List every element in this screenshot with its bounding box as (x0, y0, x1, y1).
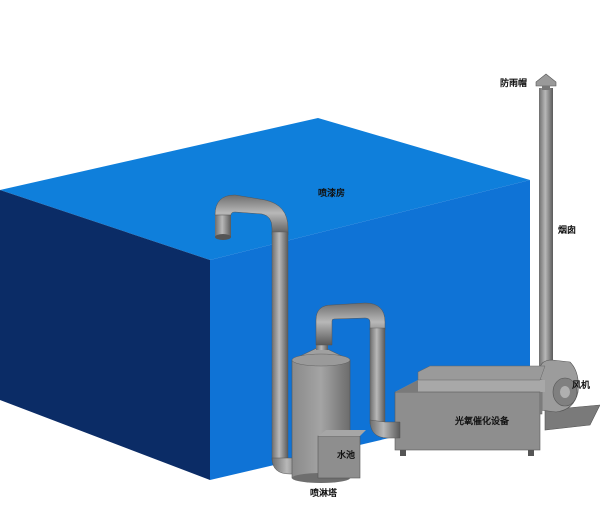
rain-cap-icon (535, 73, 557, 87)
chimney-pipe (539, 88, 553, 378)
photo-oxygen-device (394, 365, 546, 456)
rain-cap-label: 防雨帽 (500, 77, 527, 89)
fan-label: 风机 (572, 379, 590, 391)
room-left-face (0, 190, 210, 480)
room-top-face (0, 118, 530, 260)
spray-tower-label: 喷淋塔 (310, 487, 338, 499)
chimney-assembly (535, 73, 557, 378)
device-body (394, 391, 541, 451)
spray-booth-label: 喷漆房 (318, 187, 345, 199)
water-tank (317, 435, 361, 479)
chimney-label: 烟囱 (558, 224, 576, 236)
photo-oxygen-device-label: 光氧催化设备 (454, 415, 510, 427)
fan-unit (527, 359, 600, 431)
duct-tower-to-device (315, 302, 401, 439)
device-top (417, 365, 546, 381)
water-tank-label: 水池 (337, 449, 355, 461)
duct-booth-to-tower (214, 194, 306, 475)
spray-tower (291, 338, 366, 483)
